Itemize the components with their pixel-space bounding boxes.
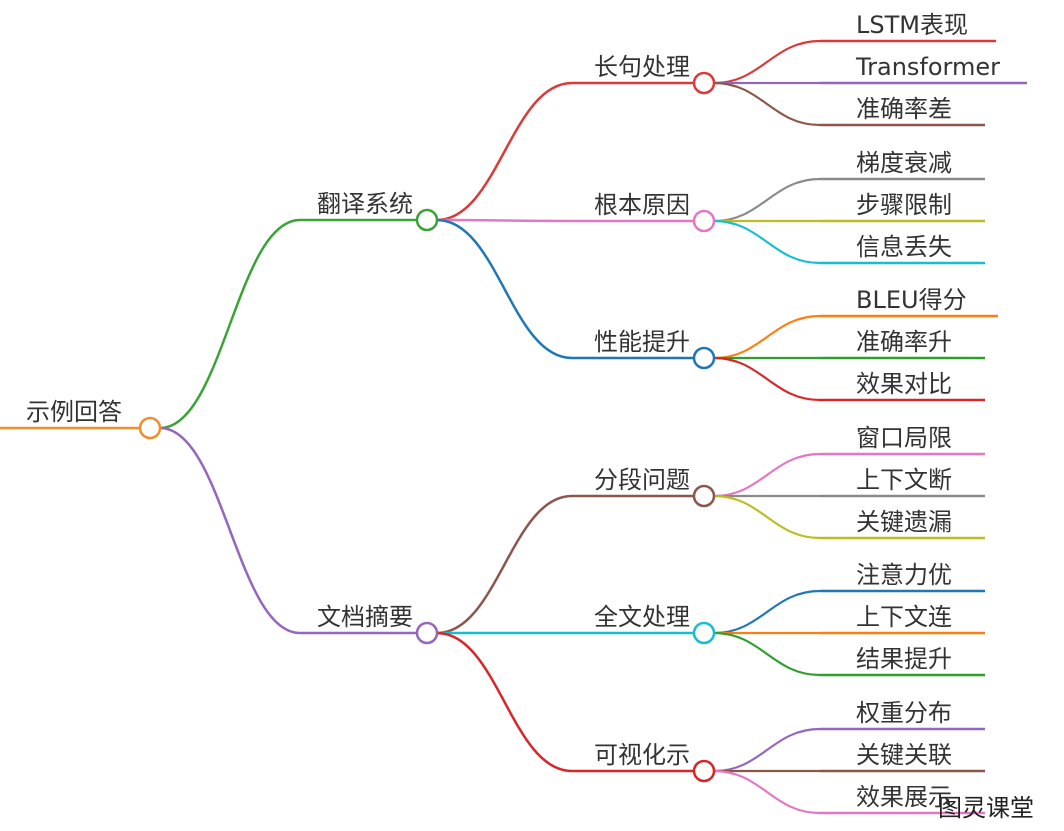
leaf-edge [713, 314, 821, 360]
sub-branch-edge [436, 81, 573, 222]
branch-label: 文档摘要 [317, 603, 413, 631]
edges-layer [0, 39, 1027, 815]
branch-edge [159, 426, 301, 635]
sub-branch-label: 全文处理 [594, 603, 690, 631]
watermark: 图灵课堂 [938, 794, 1034, 822]
sub-branch-edge [436, 494, 573, 635]
leaf-label: 准确率差 [856, 95, 952, 123]
sub-branch-label: 长句处理 [594, 53, 690, 81]
sub-branch-edge [436, 218, 573, 360]
leaf-label: 窗口局限 [856, 424, 952, 452]
leaf-label: 梯度衰减 [856, 149, 952, 177]
sub-branch-node[interactable] [692, 346, 716, 370]
leaf-edge [713, 494, 821, 540]
branch-label: 翻译系统 [317, 190, 413, 218]
root-node[interactable] [138, 416, 162, 440]
root-label: 示例回答 [26, 398, 122, 426]
leaf-label: 效果对比 [856, 370, 952, 398]
leaf-edge [713, 81, 821, 127]
sub-branch-node[interactable] [692, 621, 716, 645]
leaf-edge [713, 727, 821, 773]
leaf-edge [713, 589, 821, 635]
leaf-label: 效果展示 [856, 783, 952, 811]
branch-edge [159, 218, 301, 430]
branch-node[interactable] [415, 208, 439, 232]
leaf-edge [713, 219, 821, 265]
sub-branch-label: 可视化示 [594, 741, 690, 769]
leaf-label: BLEU得分 [856, 286, 967, 314]
branch-node[interactable] [415, 621, 439, 645]
sub-branch-edge [436, 631, 573, 773]
leaf-label: 关键遗漏 [856, 508, 952, 536]
leaf-label: 准确率升 [856, 328, 952, 356]
leaf-edge [713, 452, 821, 498]
sub-branch-label: 分段问题 [594, 466, 690, 494]
leaf-edge [713, 769, 821, 815]
leaf-edge [713, 39, 821, 85]
sub-branch-node[interactable] [692, 759, 716, 783]
sub-branch-node[interactable] [692, 71, 716, 95]
leaf-label: Transformer [855, 53, 1000, 81]
sub-branch-edge [436, 218, 573, 223]
leaf-label: 关键关联 [856, 741, 952, 769]
leaf-edge [713, 631, 821, 677]
sub-branch-label: 性能提升 [594, 328, 690, 356]
sub-branch-label: 根本原因 [594, 191, 690, 219]
sub-branch-node[interactable] [692, 209, 716, 233]
leaf-label: 上下文断 [856, 466, 952, 494]
leaf-label: 权重分布 [856, 699, 952, 727]
leaf-label: LSTM表现 [856, 11, 968, 39]
leaf-label: 上下文连 [856, 603, 952, 631]
leaf-edge [713, 356, 821, 402]
leaf-label: 注意力优 [856, 561, 952, 589]
leaf-edge [713, 177, 821, 223]
leaf-label: 步骤限制 [856, 191, 952, 219]
leaf-label: 信息丢失 [856, 233, 952, 261]
leaf-label: 结果提升 [856, 645, 952, 673]
sub-branch-node[interactable] [692, 484, 716, 508]
